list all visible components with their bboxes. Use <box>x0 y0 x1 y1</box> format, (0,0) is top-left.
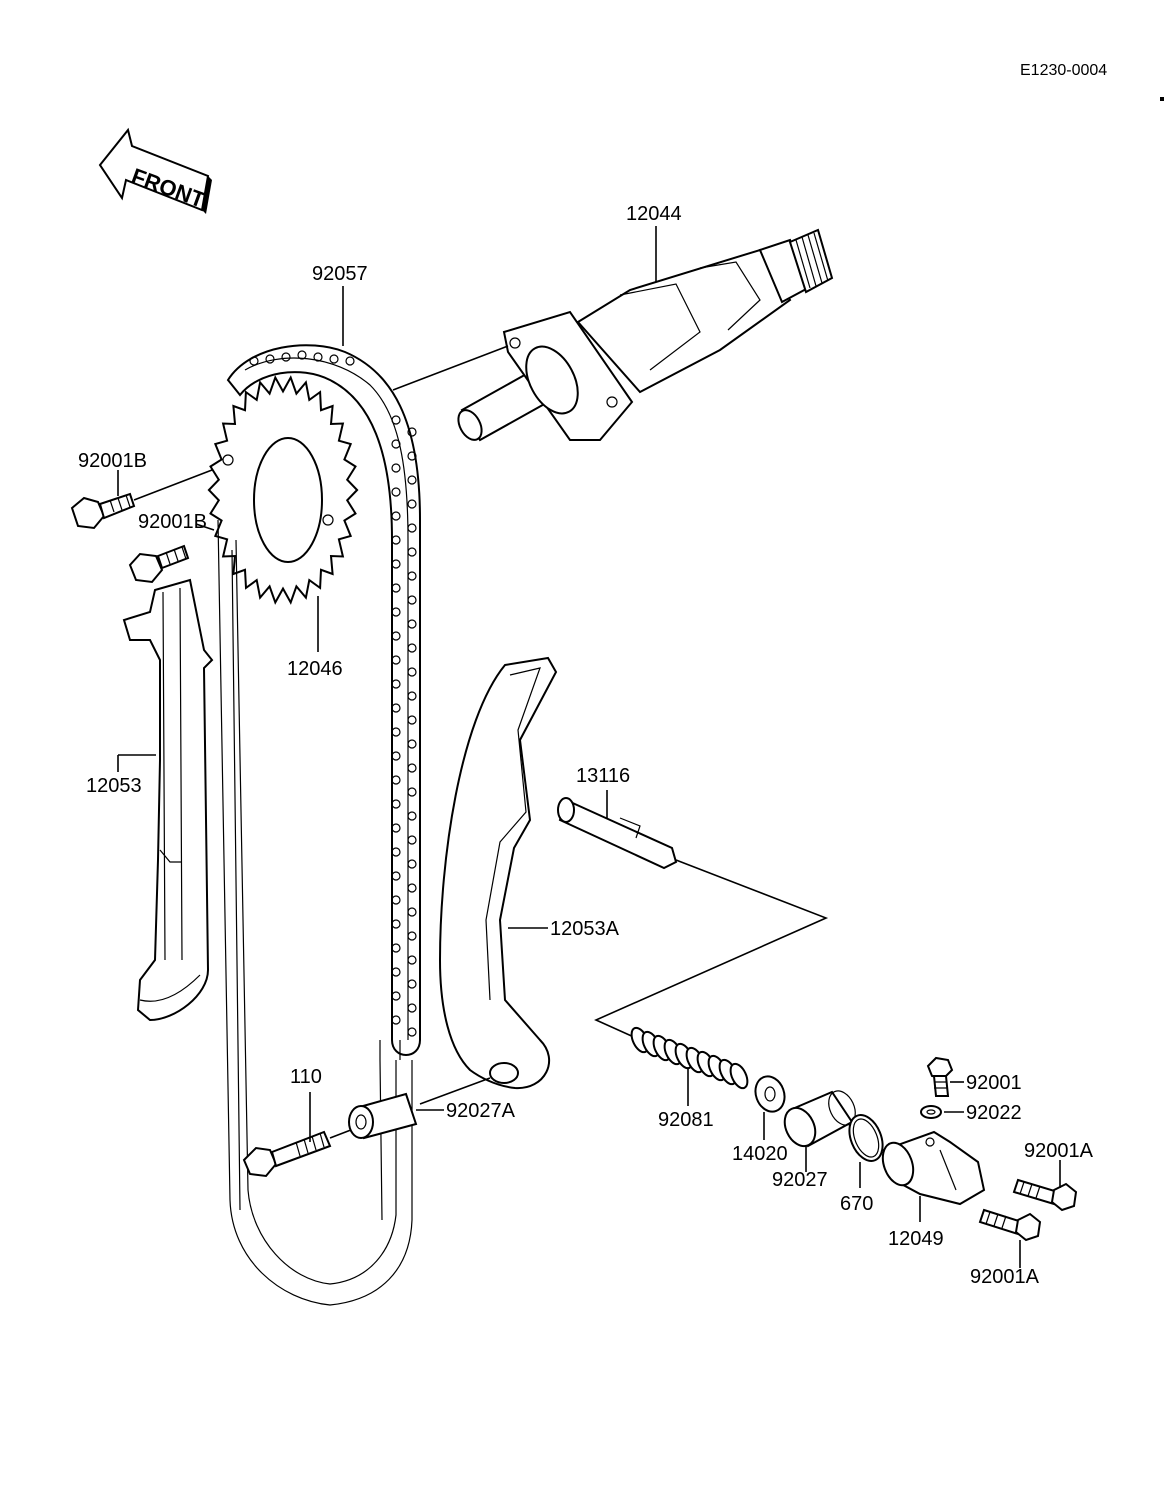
o-ring-part <box>848 1114 884 1162</box>
part-label-110: 110 <box>290 1066 322 1088</box>
pivot-bolt-part <box>242 1130 332 1178</box>
cap-washer-part <box>920 1105 942 1119</box>
sprocket-bolt-upper <box>70 492 136 530</box>
cam-sprocket-part <box>207 375 359 605</box>
part-label-92027A: 92027A <box>446 1100 516 1122</box>
part-label-92027: 92027 <box>772 1169 828 1191</box>
pin-part <box>557 797 678 870</box>
tensioner-guide-part <box>438 656 558 1090</box>
part-label-13116: 13116 <box>576 765 630 787</box>
part-label-92001A-upper: 92001A <box>1024 1140 1094 1162</box>
camshaft-part <box>457 228 834 442</box>
plunger-part <box>783 1090 856 1148</box>
corner-mark <box>1160 97 1164 101</box>
washer-part <box>754 1075 786 1113</box>
diagram-code: E1230-0004 <box>1020 62 1107 79</box>
part-label-92057: 92057 <box>312 263 368 285</box>
chain-lower-loop <box>217 519 413 1306</box>
part-label-92001A-lower: 92001A <box>970 1266 1040 1288</box>
tensioner-bolt-upper <box>1012 1178 1078 1212</box>
part-label-92022: 92022 <box>966 1102 1022 1124</box>
tensioner-body-part <box>881 1130 986 1206</box>
part-label-12053A: 12053A <box>550 918 620 940</box>
part-label-92001: 92001 <box>966 1072 1022 1094</box>
collar-part <box>348 1092 418 1140</box>
tensioner-bolt-lower <box>978 1208 1042 1242</box>
part-label-92001B-lower: 92001B <box>138 511 207 533</box>
spring-part <box>630 1026 749 1090</box>
part-label-92001B-upper: 92001B <box>78 450 147 472</box>
guide-bolt-upper <box>128 544 190 584</box>
front-arrow-icon: FRONT <box>98 127 212 214</box>
chain-guide-part <box>122 578 214 1022</box>
part-label-12044: 12044 <box>626 203 682 225</box>
part-label-14020: 14020 <box>732 1143 788 1165</box>
part-label-12049: 12049 <box>888 1228 944 1250</box>
part-label-670: 670 <box>840 1193 873 1215</box>
cam-chain-part <box>226 344 421 1060</box>
tensioner-cap-bolt <box>926 1056 954 1097</box>
part-label-92081: 92081 <box>658 1109 714 1131</box>
part-label-12053: 12053 <box>86 775 142 797</box>
part-label-12046: 12046 <box>287 658 343 680</box>
